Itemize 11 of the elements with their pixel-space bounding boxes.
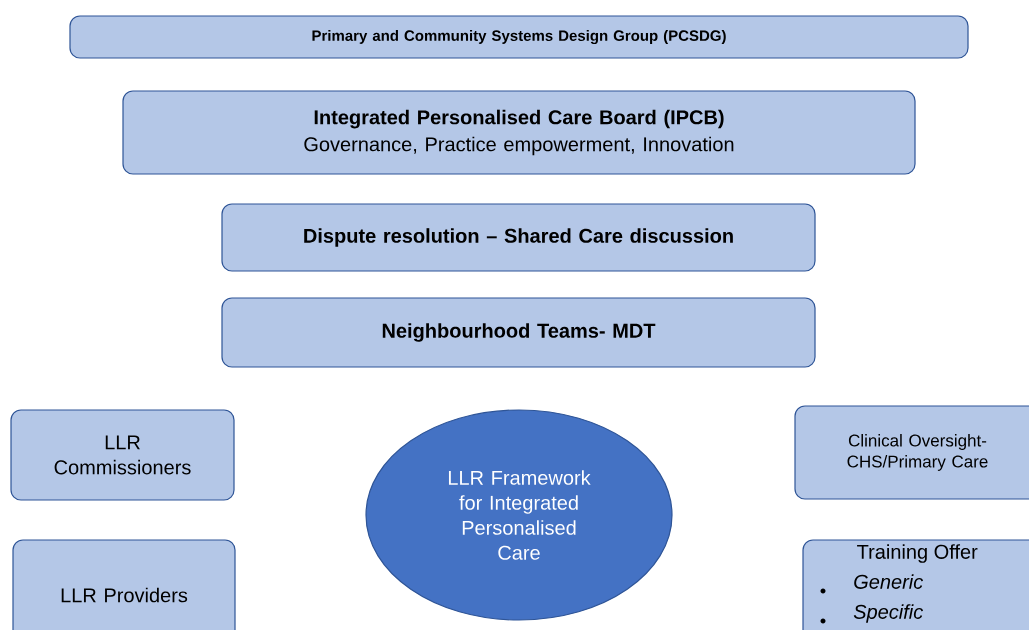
process-box: Primary and Community Systems Design Group (PCSDG) (69, 15, 969, 59)
process-box: Clinical Oversight- CHS/Primary Care (794, 405, 1029, 500)
process-box: Dispute resolution – Shared Care discussion (221, 203, 816, 272)
node-label: Generic (854, 574, 923, 589)
process-box: LLR Providers (12, 539, 236, 630)
training-box (802, 539, 1029, 630)
process-box: Neighbourhood Teams- MDT (221, 297, 816, 368)
node-label: Specific (853, 604, 923, 623)
process-box: Integrated Personalised Care Board (IPCB) Governance, Practice empowerment, Innovation (122, 90, 916, 175)
process-box: LLR Commissioners (10, 409, 235, 501)
node-label: Training Offer (857, 544, 978, 563)
